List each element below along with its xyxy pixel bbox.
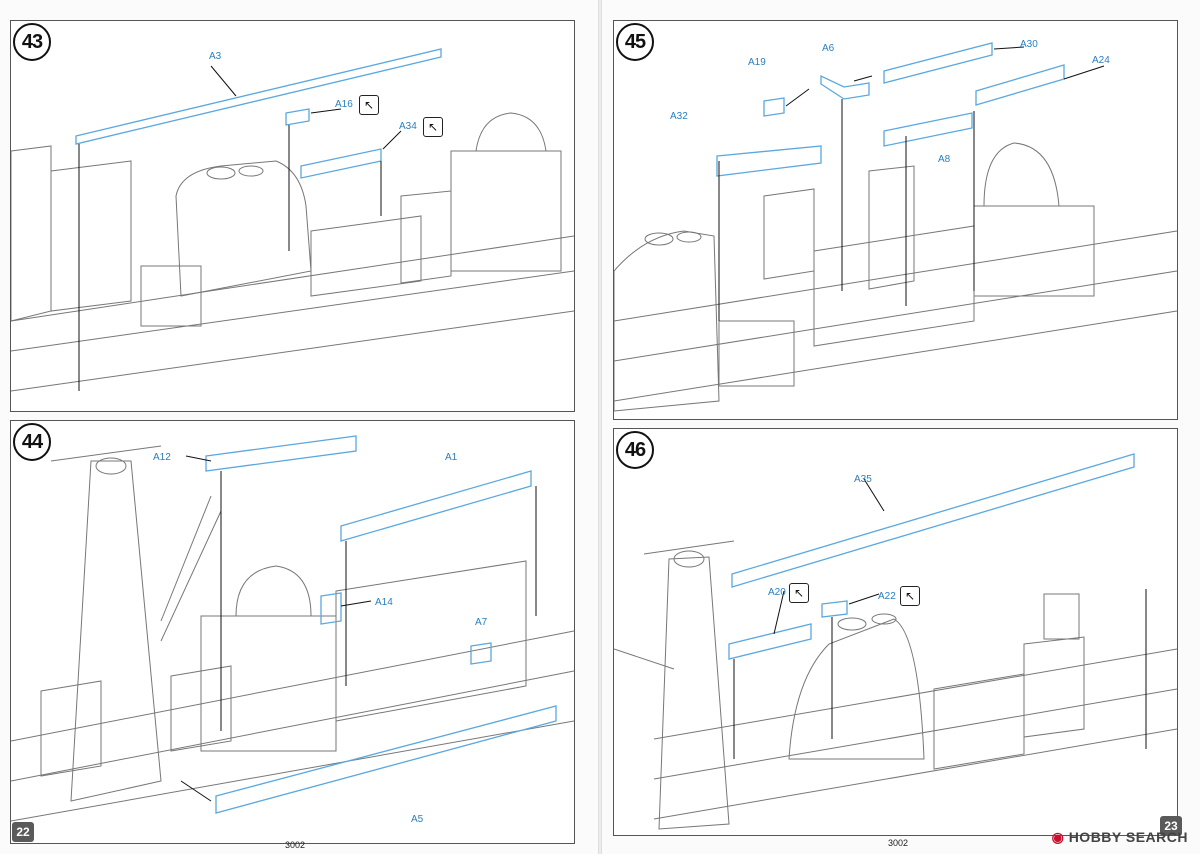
part-label-a24: A24 bbox=[1092, 55, 1110, 66]
watermark: ◉ HOBBY SEARCH bbox=[1052, 829, 1188, 846]
step-43-panel: 43 A3 A16 ↖ A34 ↖ bbox=[10, 20, 575, 412]
page-spine bbox=[598, 0, 602, 854]
part-label-a16: A16 bbox=[335, 99, 353, 110]
step-45-panel: 45 A19 A6 A30 A24 A32 A8 bbox=[613, 20, 1178, 420]
tweezers-icon: ↖ bbox=[423, 117, 443, 137]
part-label-a6: A6 bbox=[822, 43, 835, 54]
watermark-text: HOBBY SEARCH bbox=[1068, 829, 1188, 845]
part-label-a30: A30 bbox=[1020, 39, 1038, 50]
part-label-a1: A1 bbox=[445, 452, 458, 463]
step-44-number: 44 bbox=[13, 423, 51, 461]
product-code-left: 3002 bbox=[285, 840, 306, 850]
step-46-drawing bbox=[614, 453, 1177, 830]
part-label-a8: A8 bbox=[938, 154, 951, 165]
step-43-number: 43 bbox=[13, 23, 51, 61]
part-label-a19: A19 bbox=[748, 57, 766, 68]
tweezers-icon: ↖ bbox=[359, 95, 379, 115]
page-number-right: 23 bbox=[1160, 816, 1182, 836]
part-label-a5: A5 bbox=[411, 814, 424, 825]
part-label-a12: A12 bbox=[153, 452, 171, 463]
part-label-a14: A14 bbox=[375, 597, 393, 608]
step-45-drawing bbox=[614, 42, 1177, 412]
product-code-right: 3002 bbox=[888, 838, 909, 848]
part-label-a22: A22 bbox=[878, 591, 896, 602]
tweezers-icon: ↖ bbox=[789, 583, 809, 603]
step-45-number: 45 bbox=[616, 23, 654, 61]
part-label-a3: A3 bbox=[209, 51, 222, 62]
tweezers-icon: ↖ bbox=[900, 586, 920, 606]
step-46-number: 46 bbox=[616, 431, 654, 469]
step-46-panel: 46 A35 A20 ↖ A22 ↖ bbox=[613, 428, 1178, 836]
step-43-drawing bbox=[11, 48, 574, 392]
step-44-panel: 44 A12 A1 A14 A7 A5 bbox=[10, 420, 575, 844]
brand-mark-icon: ◉ bbox=[1051, 829, 1065, 845]
part-label-a7: A7 bbox=[475, 617, 488, 628]
part-label-a32: A32 bbox=[670, 111, 688, 122]
page-number-left: 22 bbox=[12, 822, 34, 842]
part-label-a34: A34 bbox=[399, 121, 417, 132]
step-44-drawing bbox=[11, 435, 574, 822]
part-label-a35: A35 bbox=[854, 474, 872, 485]
part-label-a20: A20 bbox=[768, 587, 786, 598]
